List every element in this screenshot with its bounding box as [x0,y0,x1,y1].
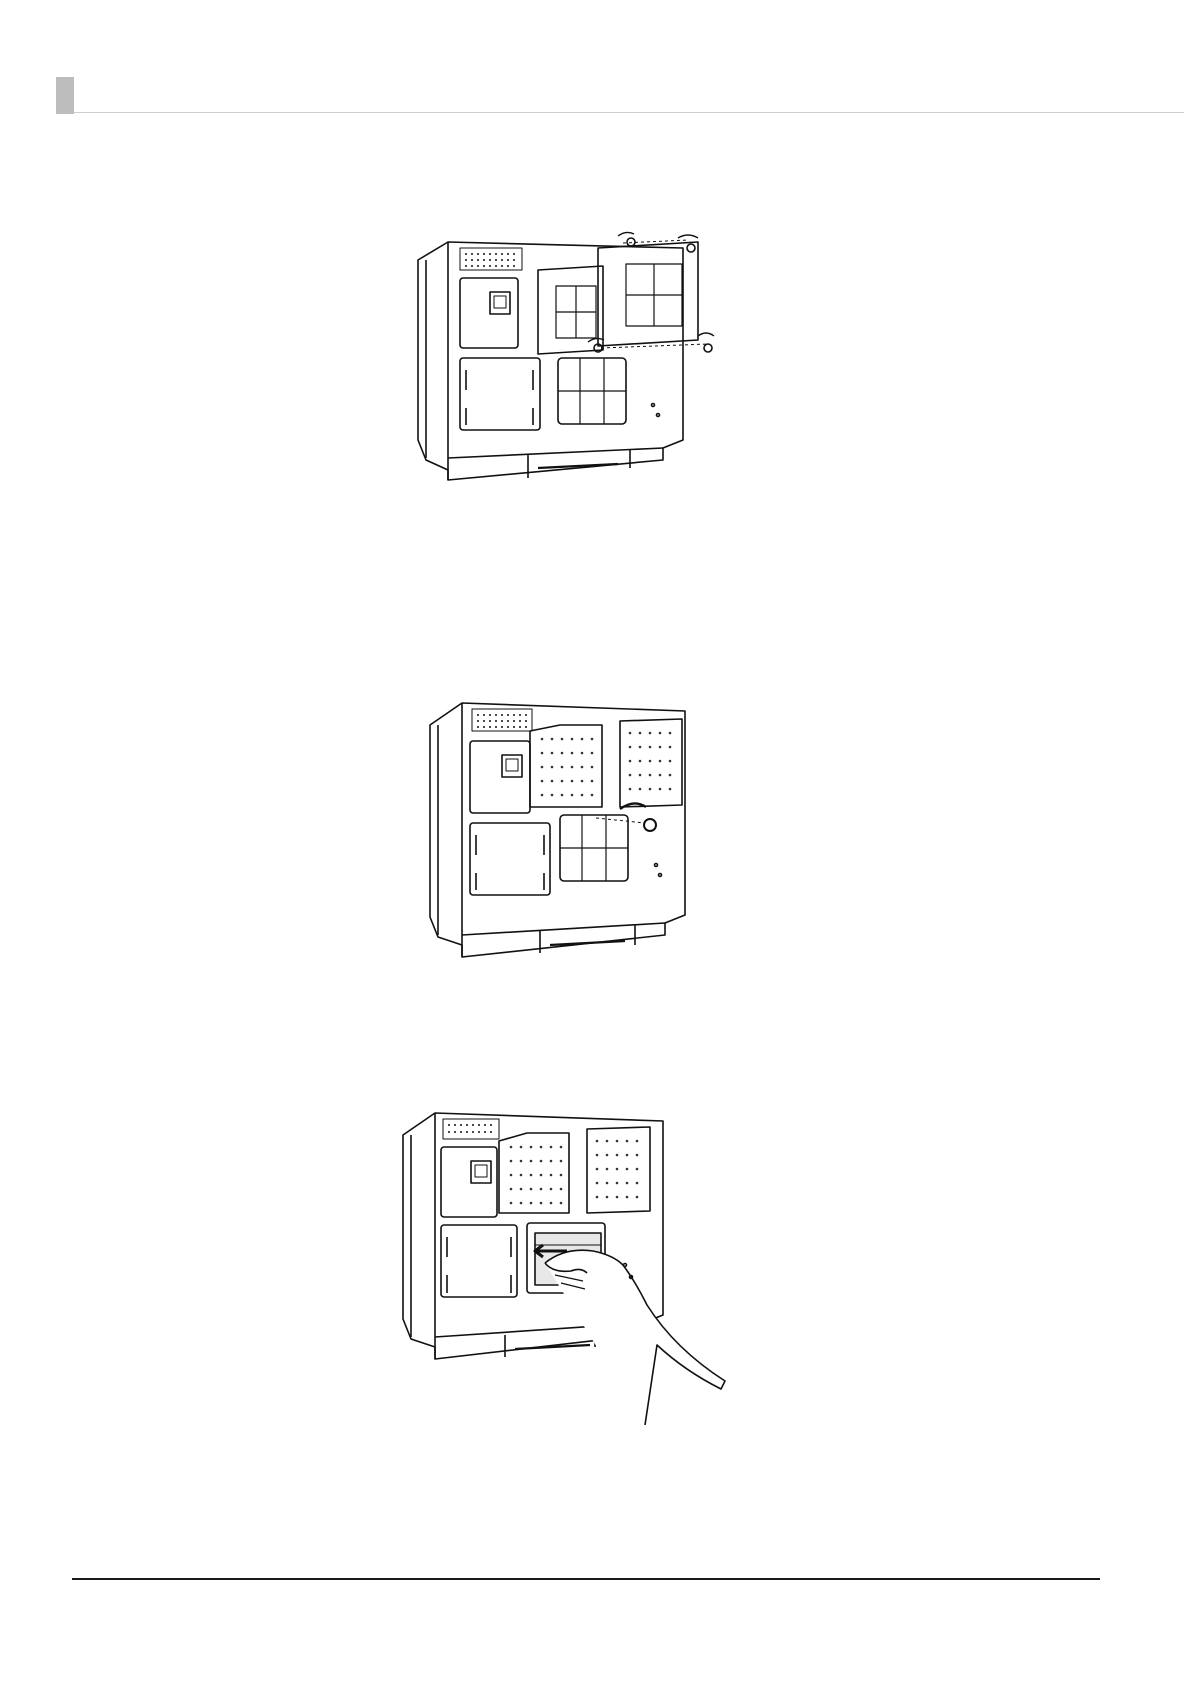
section-header-tab [56,77,74,114]
printer-rear-filter-panel-removal-illustration [408,230,768,520]
footer-rule [72,1578,1100,1580]
printer-rear-hand-removing-part-illustration [395,1105,775,1425]
header-rule [74,112,1184,113]
printer-rear-screw-removal-illustration [420,695,760,985]
